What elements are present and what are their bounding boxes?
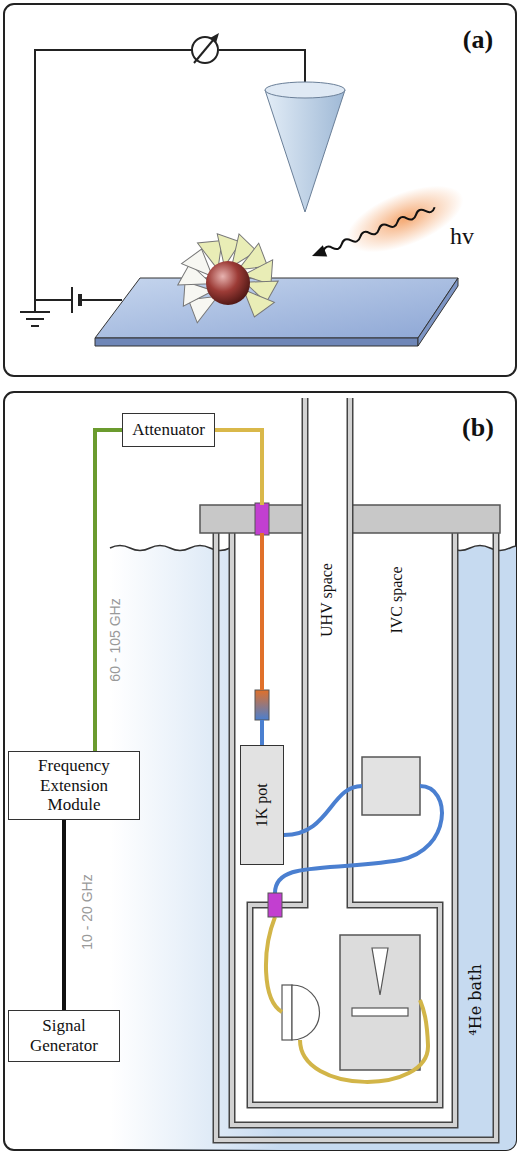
panel-label: (a) <box>463 26 493 55</box>
region-label: IVC space <box>388 566 406 633</box>
panel-frame <box>4 4 516 376</box>
cable-connector <box>95 430 122 751</box>
node-text: Attenuator <box>132 420 205 440</box>
panel-frame <box>4 392 516 1150</box>
cable-line <box>95 430 122 751</box>
cable-connector <box>255 690 269 720</box>
stm-tip <box>265 82 345 212</box>
molecule <box>178 234 278 323</box>
ammeter-symbol <box>192 33 219 63</box>
node-text: Frequency Extension Module <box>15 756 133 815</box>
cable-connector <box>64 820 65 1010</box>
sample-surface <box>95 278 458 346</box>
extension-module-box: Frequency Extension Module <box>8 751 140 820</box>
coax-cable <box>275 786 442 893</box>
panel-label: (b) <box>462 414 494 443</box>
cable-line <box>62 820 66 1010</box>
cable-line <box>260 720 264 745</box>
feedthrough <box>255 503 269 535</box>
region-label: ⁴He bath <box>467 964 485 1035</box>
feedthrough <box>268 893 282 917</box>
thermal-anchor <box>362 757 420 815</box>
antenna-lens <box>282 985 319 1040</box>
light-wave <box>302 172 472 280</box>
inner-cable <box>266 917 428 1082</box>
region-label: UHV space <box>318 563 336 637</box>
stm-head <box>340 935 420 1070</box>
frequency-label: 60 - 105 GHz <box>108 598 123 681</box>
attenuator-box: Attenuator <box>122 413 215 447</box>
cable-connector <box>215 430 262 745</box>
node-text: 1K pot <box>253 783 271 827</box>
photon-label: hv <box>450 223 474 249</box>
frequency-label: 10 - 20 GHz <box>80 874 95 949</box>
signal-generator-box: Signal Generator <box>8 1010 120 1062</box>
pot-box: 1K pot <box>240 745 284 865</box>
node-text: Signal Generator <box>15 1016 113 1055</box>
cable-line <box>260 533 264 690</box>
cable-line <box>215 430 262 505</box>
